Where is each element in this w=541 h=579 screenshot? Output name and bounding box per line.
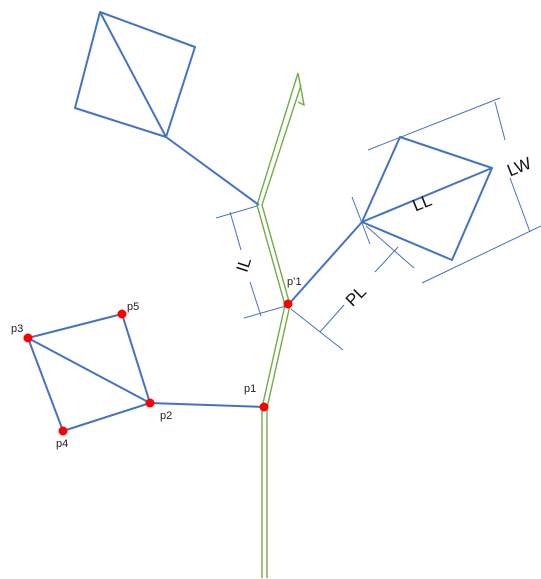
label-p1: p1 <box>244 383 256 395</box>
lw-extension-top <box>367 97 501 151</box>
pl-extension-end <box>365 225 415 269</box>
right-petiole <box>287 221 363 306</box>
pl-dimension-line-lower <box>319 304 345 333</box>
ll-extension-start <box>351 196 371 245</box>
lw-dimension-line-upper <box>494 101 506 141</box>
label-p3: p3 <box>11 323 23 335</box>
top-leaf-blade <box>74 11 196 138</box>
label-pl: PL <box>342 282 370 310</box>
lw-dimension <box>367 97 541 284</box>
label-il: IL <box>233 255 255 274</box>
il-extension-bottom <box>243 305 287 319</box>
il-dimension <box>215 205 287 319</box>
il-dimension-line-upper <box>229 211 242 251</box>
left-leaf-midrib <box>27 337 151 404</box>
label-p4: p4 <box>56 438 68 450</box>
point-p1 <box>259 402 269 412</box>
il-extension-top <box>215 205 258 219</box>
left-petiole <box>149 402 265 408</box>
point-p3 <box>23 333 33 343</box>
point-p4 <box>58 426 68 436</box>
lw-dimension-line-lower <box>509 177 531 233</box>
landmark-points <box>23 299 293 436</box>
left-leaf-blade <box>27 313 151 432</box>
stem <box>256 72 305 578</box>
il-dimension-line-lower <box>249 281 262 317</box>
stem-apex <box>297 72 305 107</box>
right-leaf-midrib <box>361 167 493 223</box>
point-p1-prime <box>283 299 293 309</box>
pl-dimension <box>290 225 415 351</box>
ll-dimension <box>351 196 371 245</box>
right-leaf <box>287 136 493 306</box>
stem-left-edge <box>256 72 299 578</box>
point-p5 <box>117 309 127 319</box>
label-p5: p5 <box>127 301 139 313</box>
stem-right-edge <box>261 84 302 578</box>
pl-extension-start <box>290 308 344 351</box>
label-p2: p2 <box>160 410 172 422</box>
label-p1-prime: p’1 <box>287 276 302 288</box>
top-petiole <box>165 136 260 206</box>
pl-dimension-line-upper <box>374 246 399 273</box>
top-leaf-midrib <box>99 11 167 138</box>
point-p2 <box>145 398 155 408</box>
left-leaf <box>27 313 265 432</box>
top-leaf <box>74 11 260 206</box>
label-lw: LW <box>504 154 534 181</box>
lw-extension-bottom <box>421 225 541 284</box>
